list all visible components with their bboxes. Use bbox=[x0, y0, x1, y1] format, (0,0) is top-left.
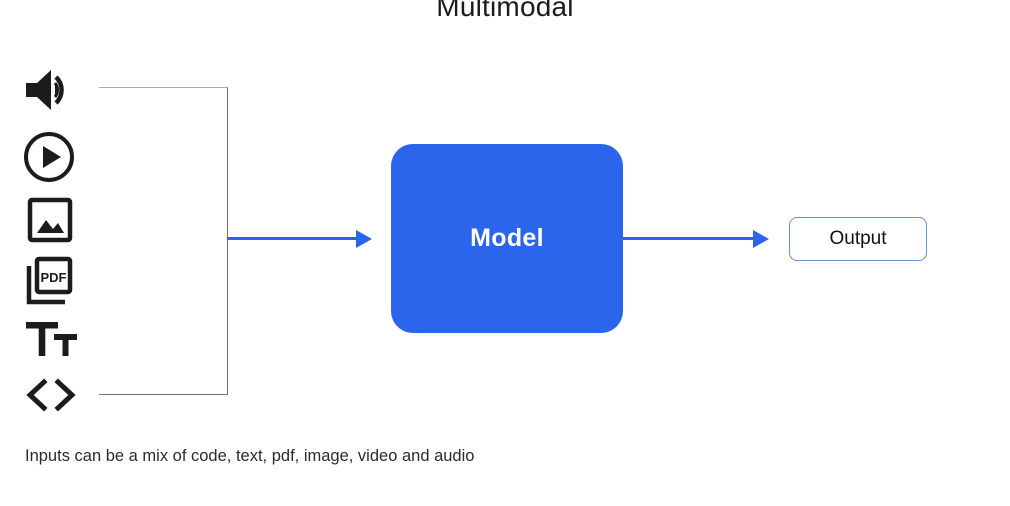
video-play-icon bbox=[22, 130, 98, 184]
model-label: Model bbox=[470, 224, 544, 252]
page-title: Multimodal bbox=[436, 0, 574, 22]
output-node[interactable]: Output bbox=[789, 217, 927, 261]
arrow-head bbox=[356, 230, 372, 248]
model-node[interactable]: Model bbox=[391, 144, 623, 333]
code-icon bbox=[22, 376, 98, 414]
input-modality-list: PDF bbox=[22, 62, 98, 412]
arrow-shaft bbox=[621, 237, 755, 241]
input-group-bracket bbox=[99, 87, 228, 395]
pdf-icon-text: PDF bbox=[41, 270, 67, 285]
arrow-input-to-model bbox=[227, 228, 373, 250]
arrow-shaft bbox=[227, 237, 358, 241]
text-icon bbox=[22, 316, 98, 362]
output-label: Output bbox=[829, 228, 887, 249]
pdf-icon: PDF bbox=[22, 256, 98, 308]
image-icon bbox=[22, 196, 98, 244]
audio-icon bbox=[22, 62, 98, 118]
arrow-head bbox=[753, 230, 769, 248]
arrow-model-to-output bbox=[621, 228, 771, 250]
caption-text: Inputs can be a mix of code, text, pdf, … bbox=[25, 447, 475, 465]
